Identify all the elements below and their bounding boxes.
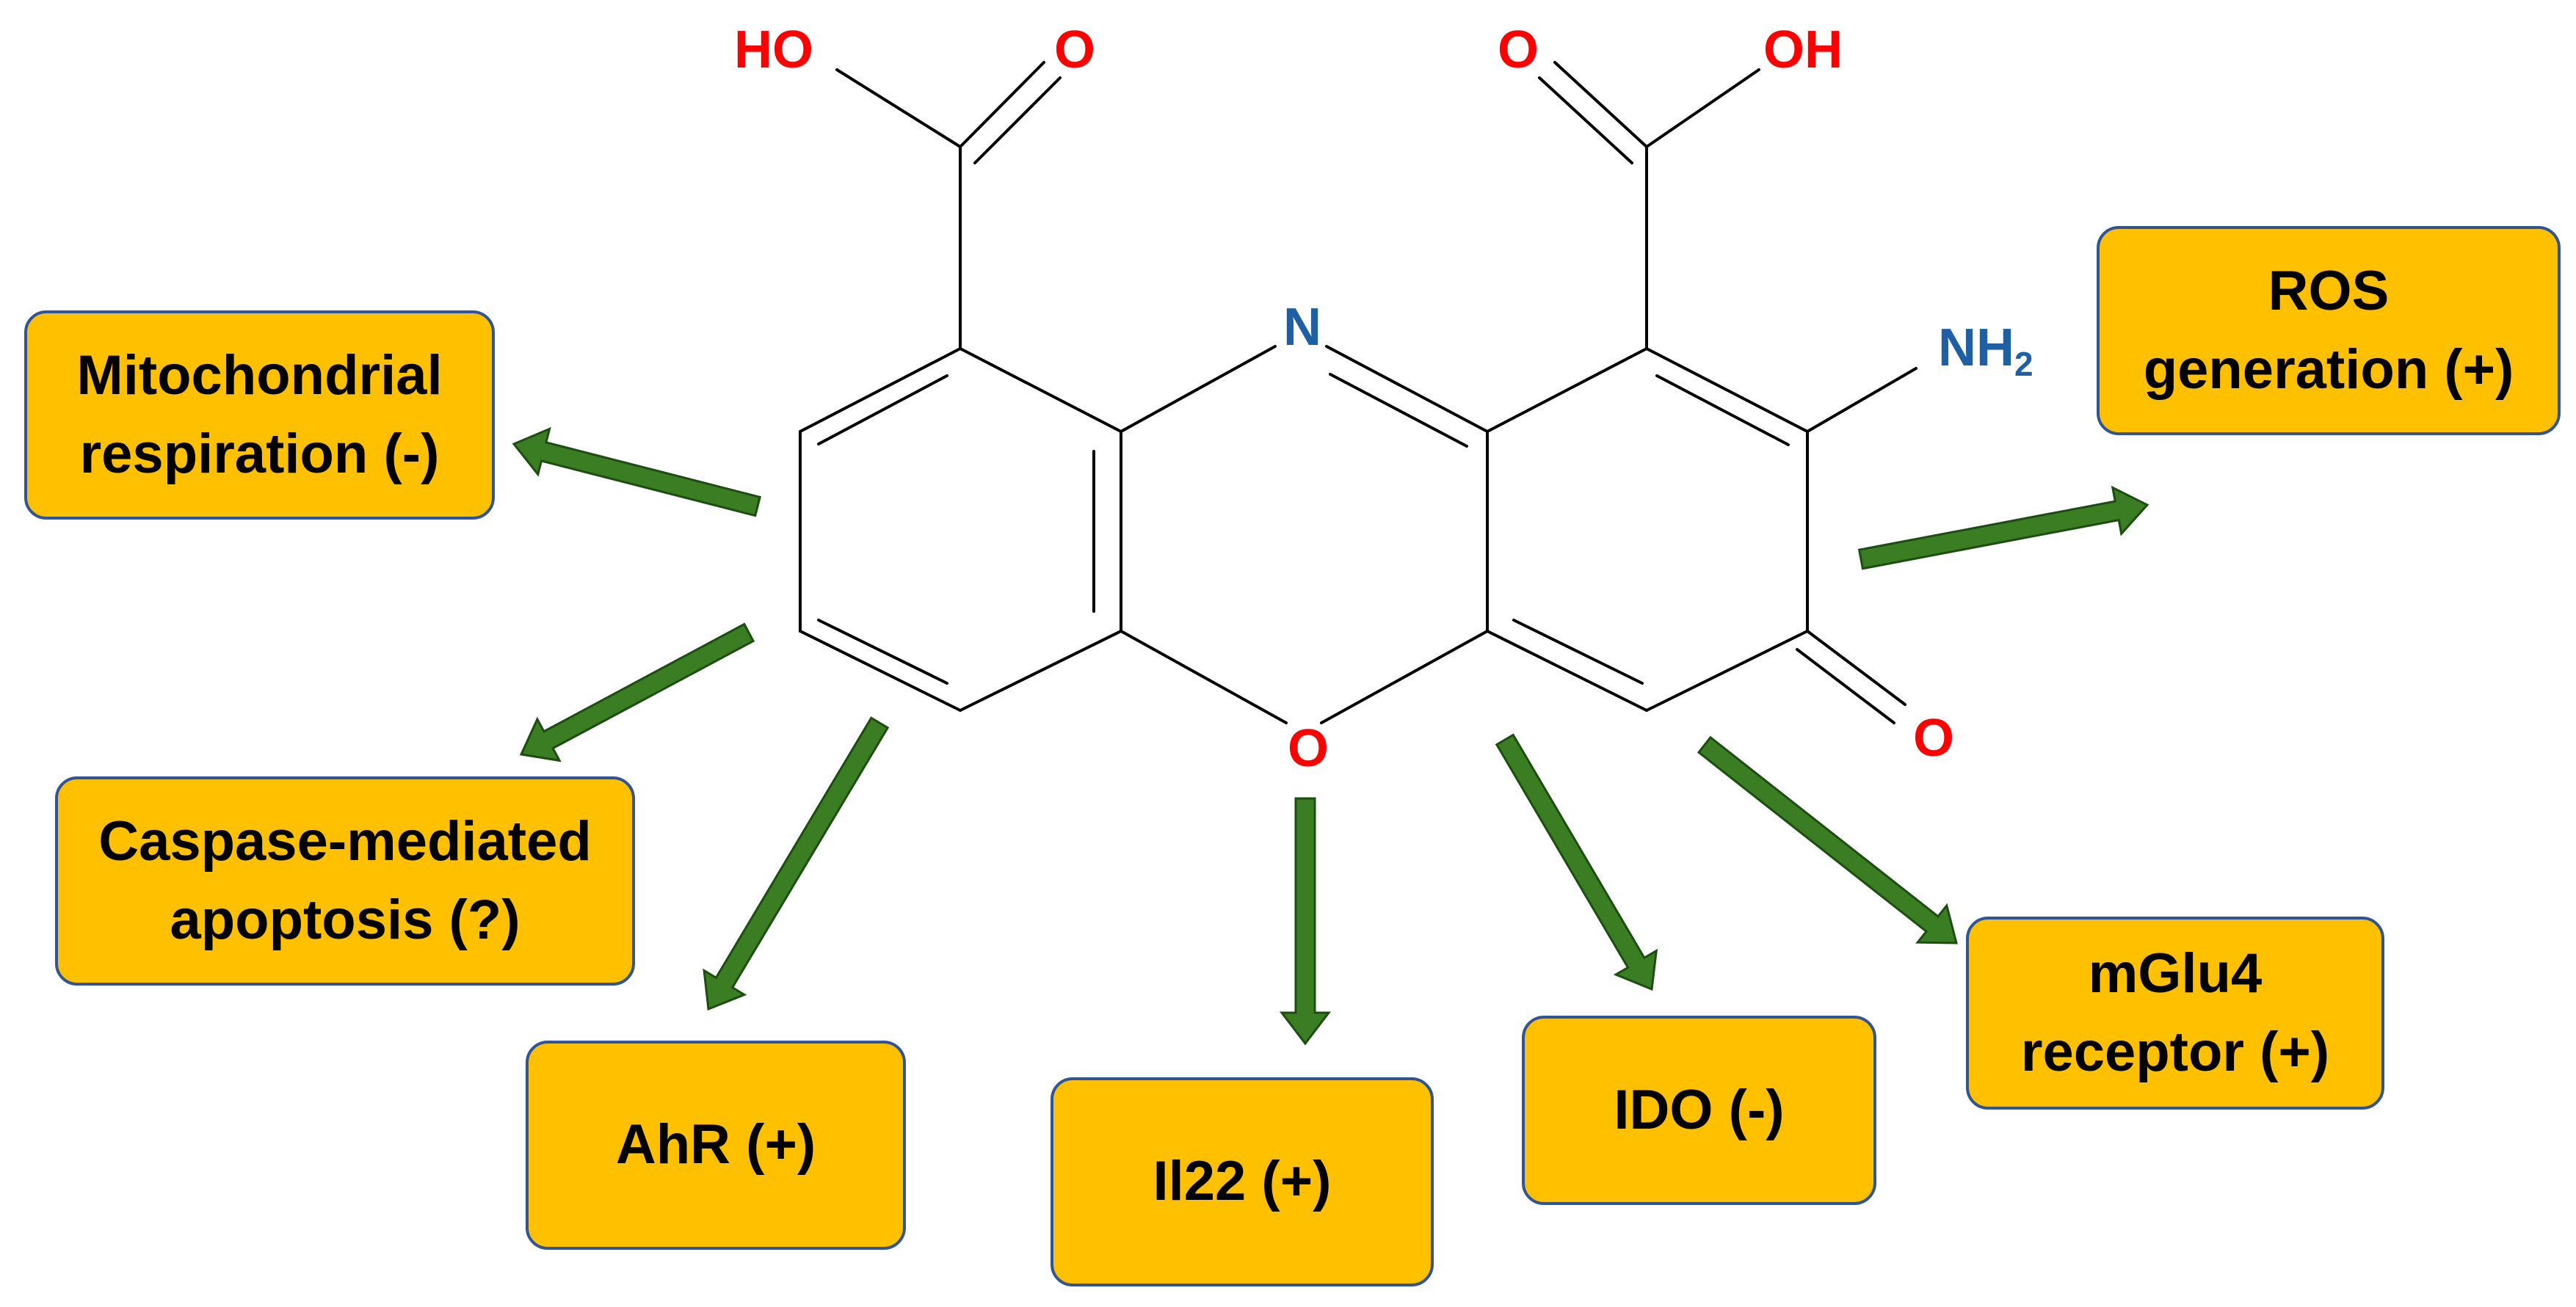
- effect-box-caspase-apoptosis: Caspase-mediated apoptosis (?): [55, 776, 635, 986]
- effect-label: Caspase-mediated: [98, 810, 592, 873]
- bond: [1645, 347, 1809, 433]
- bond: [1645, 630, 1809, 712]
- bond-inner: [817, 374, 948, 445]
- effect-box-ahr: AhR (+): [526, 1041, 906, 1250]
- effect-box-ros-generation: ROS generation (+): [2097, 226, 2561, 435]
- carbonyl-oxygen-label-right: O: [1498, 21, 1539, 79]
- arrow-to-caspase-apoptosis: [519, 622, 755, 762]
- effect-label: ROS: [2268, 260, 2390, 323]
- bond-inner: [1329, 373, 1468, 448]
- ring-nitrogen-label: N: [1283, 298, 1321, 357]
- bond: [1120, 630, 1288, 724]
- bond: [1806, 630, 1906, 706]
- ring-oxygen-label: O: [1288, 719, 1329, 778]
- effect-label: generation (+): [2143, 338, 2514, 401]
- effect-label: apoptosis (?): [170, 888, 520, 951]
- effect-box-ido: IDO (-): [1522, 1016, 1876, 1205]
- effect-label: mGlu4: [2088, 942, 2263, 1005]
- carbonyl-oxygen-label-left: O: [1054, 21, 1096, 79]
- ketone-oxygen-label: O: [1913, 709, 1955, 768]
- arrow-to-il22: [1279, 797, 1332, 1046]
- bond-inner: [1512, 619, 1644, 685]
- bond-inner: [1655, 374, 1790, 446]
- bond: [973, 76, 1062, 164]
- hydroxyl-label-left: HO: [734, 21, 813, 79]
- effect-box-mglu4-receptor: mGlu4 receptor (+): [1966, 917, 2384, 1110]
- bond: [1645, 68, 1760, 148]
- effect-box-mitochondrial-respiration: Mitochondrial respiration (-): [24, 310, 495, 520]
- arrow-to-ahr: [703, 716, 890, 1011]
- bond: [1320, 630, 1489, 724]
- bond: [1796, 648, 1895, 724]
- effect-label: IDO (-): [1614, 1078, 1785, 1141]
- amine-label: NH2: [1938, 318, 2033, 383]
- hydroxyl-label-right: OH: [1763, 21, 1843, 79]
- bond: [1806, 367, 1918, 433]
- arrow-to-mitochondrial-respiration: [512, 426, 762, 517]
- effect-label: Mitochondrial: [76, 344, 443, 407]
- arrow-to-ido: [1495, 733, 1658, 991]
- effect-label: AhR (+): [615, 1113, 816, 1176]
- effect-label: respiration (-): [79, 422, 440, 485]
- effect-label: Il22 (+): [1153, 1150, 1332, 1213]
- bond: [1325, 345, 1489, 433]
- bond: [799, 630, 962, 712]
- bond-inner: [817, 619, 948, 685]
- bond: [959, 630, 1122, 712]
- bond: [1486, 630, 1648, 712]
- arrow-to-ros-generation: [1857, 485, 2149, 570]
- bond: [959, 347, 1122, 433]
- bond: [799, 347, 962, 433]
- bond: [1553, 61, 1648, 148]
- bond: [1120, 345, 1277, 433]
- arrow-to-mglu4-receptor: [1697, 735, 1958, 944]
- bond: [835, 68, 962, 148]
- bond: [1486, 347, 1648, 433]
- effect-label: receptor (+): [2020, 1020, 2330, 1083]
- bond: [959, 61, 1045, 148]
- bond: [1538, 76, 1633, 164]
- effect-box-il22: Il22 (+): [1051, 1077, 1434, 1286]
